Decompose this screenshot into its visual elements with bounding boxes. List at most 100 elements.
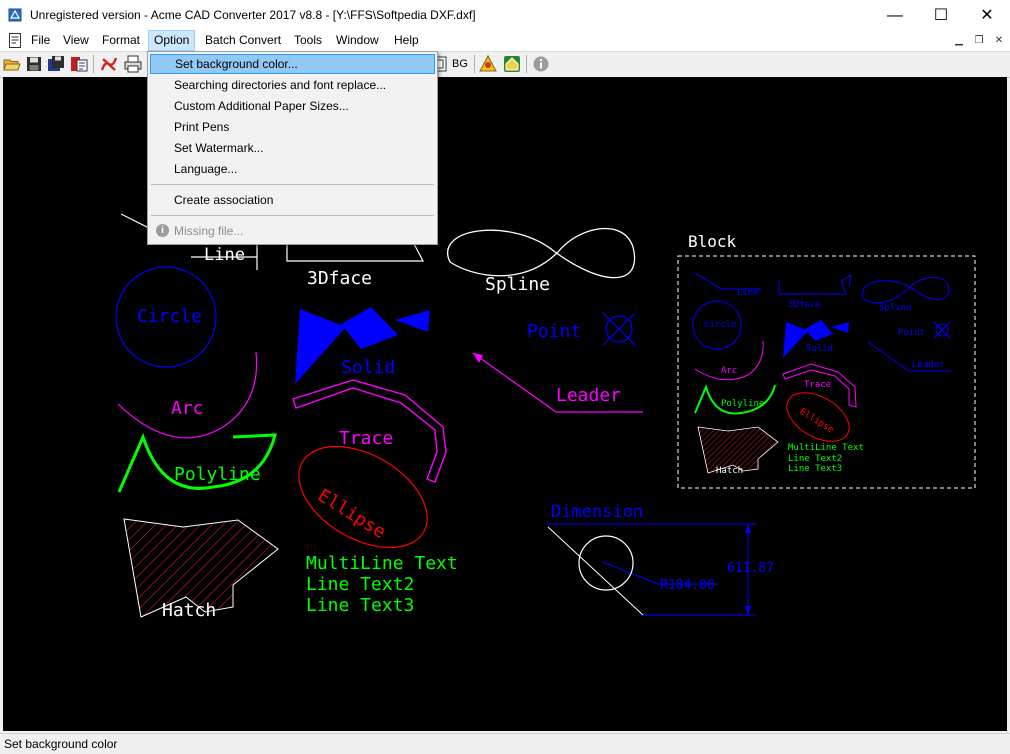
menu-item-custom-paper-sizes[interactable]: Custom Additional Paper Sizes... [174, 99, 349, 113]
export-icon[interactable] [70, 55, 88, 73]
block-multiline-line-3: Line Text3 [788, 464, 843, 474]
block-leader-label: Leader [912, 360, 945, 370]
menu-item-searching-directories[interactable]: Searching directories and font replace..… [174, 78, 387, 92]
block-solid-label: Solid [806, 344, 834, 354]
maximize-button[interactable]: ☐ [933, 7, 949, 24]
home-icon[interactable] [503, 55, 521, 73]
leader-entity [472, 352, 643, 413]
block-point-label: Point [898, 328, 926, 338]
arc-entity [117, 351, 258, 439]
point-cross [602, 312, 636, 346]
open-folder-icon[interactable] [3, 55, 21, 73]
solid-left [295, 309, 346, 384]
multiline-text-line-2: Line Text2 [306, 574, 415, 595]
menu-window[interactable]: Window [336, 33, 379, 47]
block-line-label: Line [737, 288, 759, 298]
block-arc-label: Arc [721, 366, 738, 376]
block-spline-label: Spline [879, 303, 912, 313]
save-icon[interactable] [25, 55, 43, 73]
minimize-button[interactable]: — [887, 7, 903, 24]
dimension-diagonal [547, 526, 644, 616]
trace-entity [292, 379, 447, 483]
circle-label: Circle [137, 306, 203, 327]
menu-file[interactable]: File [31, 33, 51, 47]
menu-item-set-background-color[interactable]: Set background color... [150, 54, 435, 74]
point-label: Point [527, 321, 582, 342]
title-bar: Unregistered version - Acme CAD Converte… [0, 0, 1010, 31]
cad-drawing [115, 213, 976, 618]
block-multiline-line-2: Line Text2 [788, 454, 843, 464]
polyline-entity [117, 432, 277, 493]
dimension-value-vertical: 611.87 [727, 561, 774, 576]
mdi-minimize-button[interactable]: ▁ [955, 35, 963, 46]
menu-item-missing-file: i Missing file... [150, 221, 435, 241]
solid-right [395, 310, 430, 332]
toolbar-separator [474, 55, 475, 73]
menu-help[interactable]: Help [394, 33, 419, 47]
block-label: Block [688, 232, 737, 251]
point-entity [605, 315, 633, 343]
info-icon: i [156, 224, 169, 237]
block-3dface-label: 3Dface [788, 300, 821, 310]
block-polyline-label: Polyline [721, 399, 765, 409]
menu-separator [151, 215, 434, 216]
print-icon[interactable] [124, 55, 142, 73]
menu-batch-convert[interactable]: Batch Convert [205, 33, 282, 47]
menu-format[interactable]: Format [102, 33, 141, 47]
drawing-canvas[interactable]: Line 3Dface Spline Circle Solid Point Ar… [3, 77, 1007, 731]
3dface-label: 3Dface [307, 268, 373, 289]
block-trace-label: Trace [804, 380, 832, 390]
status-text: Set background color [4, 737, 118, 751]
3dface-entity [286, 241, 424, 262]
toolbar-separator [526, 55, 527, 73]
block-circle-label: Circle [704, 320, 737, 330]
close-button[interactable]: ✕ [980, 7, 994, 24]
arc-label: Arc [171, 398, 204, 419]
menu-item-set-watermark[interactable]: Set Watermark... [174, 141, 264, 155]
dimension-circle [578, 535, 634, 591]
about-info-icon[interactable] [532, 55, 550, 73]
app-icon [8, 8, 22, 22]
line-label: Line [204, 245, 245, 265]
radius-leader [602, 561, 718, 585]
spline-entity [447, 227, 636, 279]
menu-item-print-pens[interactable]: Print Pens [174, 120, 230, 134]
block-miniature [692, 272, 951, 474]
menu-item-language[interactable]: Language... [174, 162, 238, 176]
multiline-text-line-3: Line Text3 [306, 595, 415, 616]
circle-entity [115, 266, 217, 368]
hatch-label: Hatch [162, 600, 217, 621]
menu-separator [151, 184, 434, 185]
leader-label: Leader [556, 385, 622, 406]
block-frame [677, 255, 976, 489]
spline-label: Spline [485, 274, 551, 295]
black-background-button[interactable]: BG [452, 58, 468, 70]
multiline-text-line-1: MultiLine Text [306, 553, 458, 574]
mdi-close-button[interactable]: ✕ [994, 35, 1004, 46]
status-bar: Set background color [0, 733, 1010, 754]
hatch-entity [123, 518, 279, 618]
leader-arrow [473, 353, 483, 363]
menu-option[interactable]: Option [148, 30, 196, 51]
pdf-convert-icon[interactable] [100, 55, 118, 73]
option-dropdown-menu: Set background color... Searching direct… [147, 51, 438, 245]
menu-view[interactable]: View [63, 33, 89, 47]
block-hatch-label: Hatch [716, 466, 744, 476]
menu-item-create-association[interactable]: Create association [174, 193, 274, 207]
document-icon[interactable] [8, 33, 22, 48]
mdi-restore-button[interactable]: ❐ [974, 35, 984, 46]
dimension-label: Dimension [551, 502, 644, 522]
menu-bar: File View Format Option Batch Convert To… [0, 30, 1010, 51]
menu-item-missing-file-label: Missing file... [174, 224, 244, 238]
window-title: Unregistered version - Acme CAD Converte… [30, 8, 476, 22]
save-all-icon[interactable] [47, 55, 65, 73]
solid-center [341, 307, 398, 349]
trace-label: Trace [339, 428, 394, 449]
menu-tools[interactable]: Tools [294, 33, 323, 47]
toolbar-separator [93, 55, 94, 73]
solid-label: Solid [341, 357, 396, 378]
register-icon[interactable] [479, 55, 497, 73]
block-multiline-line-1: MultiLine Text [788, 443, 864, 453]
dimension-value-radius: R184.06 [660, 578, 715, 593]
polyline-label: Polyline [174, 464, 261, 485]
